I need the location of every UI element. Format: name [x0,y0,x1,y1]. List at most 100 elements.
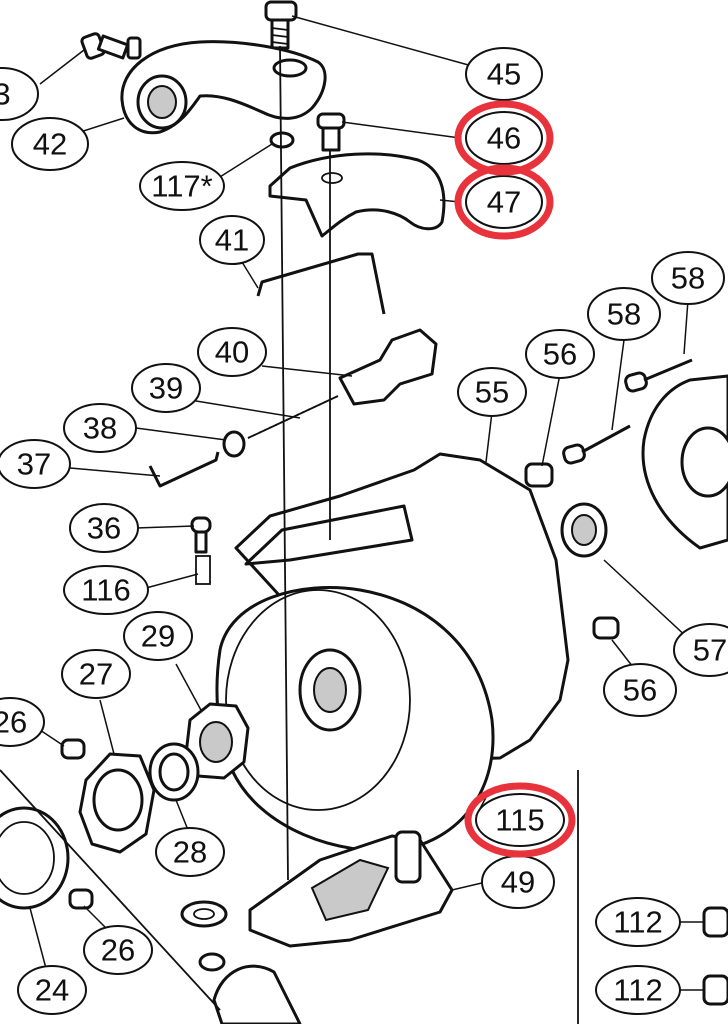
callout-bubble [139,161,225,211]
callout-56: 56 [603,663,677,717]
callout-label: 42 [33,127,67,162]
callout-label: 39 [149,371,183,406]
bushing-28-drawing [148,742,200,802]
callout-label: 40 [215,335,249,370]
callout-39: 39 [131,363,201,413]
gear-24-drawing [0,806,70,910]
callout-3: 3 [0,67,39,121]
screw-56a-drawing [524,462,554,488]
axis-line-d [0,769,221,1011]
callout-bubble [465,47,543,101]
callout-58: 58 [651,251,725,305]
callout-bubble [651,251,725,305]
ring-38-drawing [222,430,246,458]
screw-26b-drawing [68,888,94,910]
side-cover-58-drawing [641,374,728,550]
callout-label: 3 [0,77,11,112]
spring-41-drawing [256,252,386,315]
callout-bubble [63,565,149,615]
nut-29-drawing [184,702,250,780]
bail-bracket-49-drawing [248,830,454,948]
callout-label: 117* [151,169,213,204]
callout-24: 24 [17,965,87,1015]
callout-bubble [0,439,71,489]
callout-47: 47 [465,175,543,229]
callout-26: 26 [0,697,45,747]
callout-label: 116 [81,573,130,608]
callout-36: 36 [69,503,139,553]
screw-26a-drawing [60,738,86,760]
callout-bubble [61,649,131,699]
callout-label: 41 [215,223,249,258]
callout-label: 112 [613,973,662,1008]
callout-label: 26 [0,705,27,740]
callout-112: 112 [595,965,681,1015]
callout-46: 46 [465,111,543,165]
callout-label: 37 [17,447,51,482]
axis-line-a [279,45,289,881]
callout-bubble [587,287,661,341]
pin-37-drawing [148,451,220,488]
callouts: 3 42 45 46 47 117*41 58 58 40 56 39 55 38 37 36 116 57 29… [0,47,728,1015]
rotor-body-55-drawing [215,452,570,853]
callout-58: 58 [587,287,661,341]
callout-label: 26 [101,933,135,968]
callout-label: 29 [141,619,175,654]
callout-bubble [0,697,45,747]
callout-label: 58 [671,261,705,296]
callout-bubble [0,67,39,121]
callout-label: 24 [35,973,69,1008]
callout-label: 57 [693,633,727,668]
callout-label: 112 [613,905,662,940]
callout-117-star: 117* [139,161,225,211]
callout-bubble [525,329,595,379]
callout-bubble [17,965,87,1015]
part-112a-drawing [702,906,728,938]
callout-label: 56 [543,337,577,372]
callout-55: 55 [457,367,527,417]
part-112b-drawing [702,974,728,1006]
screw-45-drawing [264,0,298,50]
callout-37: 37 [0,439,71,489]
washer-lower-drawing [180,900,228,972]
screw-58b-drawing [562,424,631,465]
callout-label: 45 [487,57,521,92]
callout-57: 57 [673,623,728,677]
callout-42: 42 [11,117,89,171]
pin-36-drawing [190,516,212,554]
callout-label: 58 [607,297,641,332]
seal-57-drawing [560,502,608,558]
callout-bubble [11,117,89,171]
callout-bubble [155,827,225,877]
callout-bubble [475,793,565,847]
callout-bubble [83,925,153,975]
highlight-rings [454,100,576,858]
callout-label: 55 [475,375,509,410]
callout-bubble [63,403,137,453]
callout-29: 29 [123,611,193,661]
callout-label: 49 [501,865,535,900]
callout-label: 38 [83,411,117,446]
callout-label: 27 [79,657,113,692]
callout-115: 115 [475,793,565,847]
callout-41: 41 [199,215,265,265]
callout-bubble [595,897,681,947]
washer-117-drawing [269,131,295,149]
callout-bubble [595,965,681,1015]
callout-40: 40 [197,327,267,377]
screw-56b-drawing [592,616,620,640]
cap-27-drawing [78,752,156,854]
leader-lines [29,15,704,991]
callout-27: 27 [61,649,131,699]
callout-label: 36 [87,511,121,546]
callout-label: 47 [487,185,521,220]
callout-28: 28 [155,827,225,877]
callout-bubble [603,663,677,717]
callout-label: 115 [495,803,544,838]
callout-116: 116 [63,565,149,615]
bail-arm-42-drawing [120,40,327,135]
callout-bubble [457,367,527,417]
callout-bubble [123,611,193,661]
screw-3-drawing [80,32,142,60]
callout-label: 28 [173,835,207,870]
